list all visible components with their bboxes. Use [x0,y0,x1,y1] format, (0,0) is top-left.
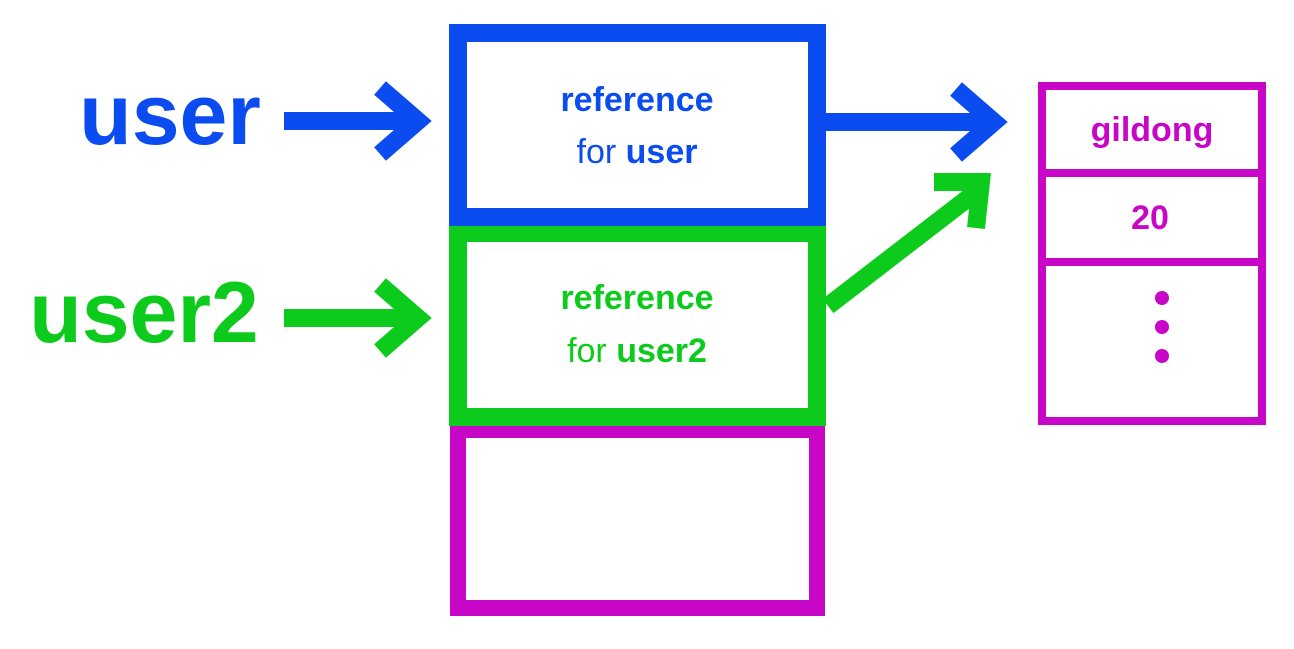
user2-reference-to-object-arrow [822,173,992,314]
user2-to-reference-arrow [284,278,432,358]
empty-stack-slot [450,422,825,616]
object-field-name: gildong [1091,111,1214,149]
user2-reference-box [449,224,826,426]
user-reference-box [449,24,826,226]
user-reference-title: reference [560,81,713,119]
user2-reference-subtitle: for user2 [567,332,707,370]
user-variable-label: user [79,67,261,163]
heap-object: gildong 20 [1038,82,1266,425]
object-field-age: 20 [1131,199,1169,237]
object-more-fields-ellipsis [1155,291,1169,363]
user-reference-to-object-arrow [826,82,1008,162]
user-reference-subtitle: for user [577,133,698,171]
user-reference-name: user [626,133,698,171]
user-reference-prefix: for [577,133,626,171]
user-to-reference-arrow [284,81,432,161]
user2-variable-label: user2 [29,265,259,361]
user2-reference-name: user2 [616,332,707,370]
user2-reference-title: reference [560,279,713,317]
user2-reference-prefix: for [567,332,616,370]
heap-object-frame [1038,82,1266,425]
